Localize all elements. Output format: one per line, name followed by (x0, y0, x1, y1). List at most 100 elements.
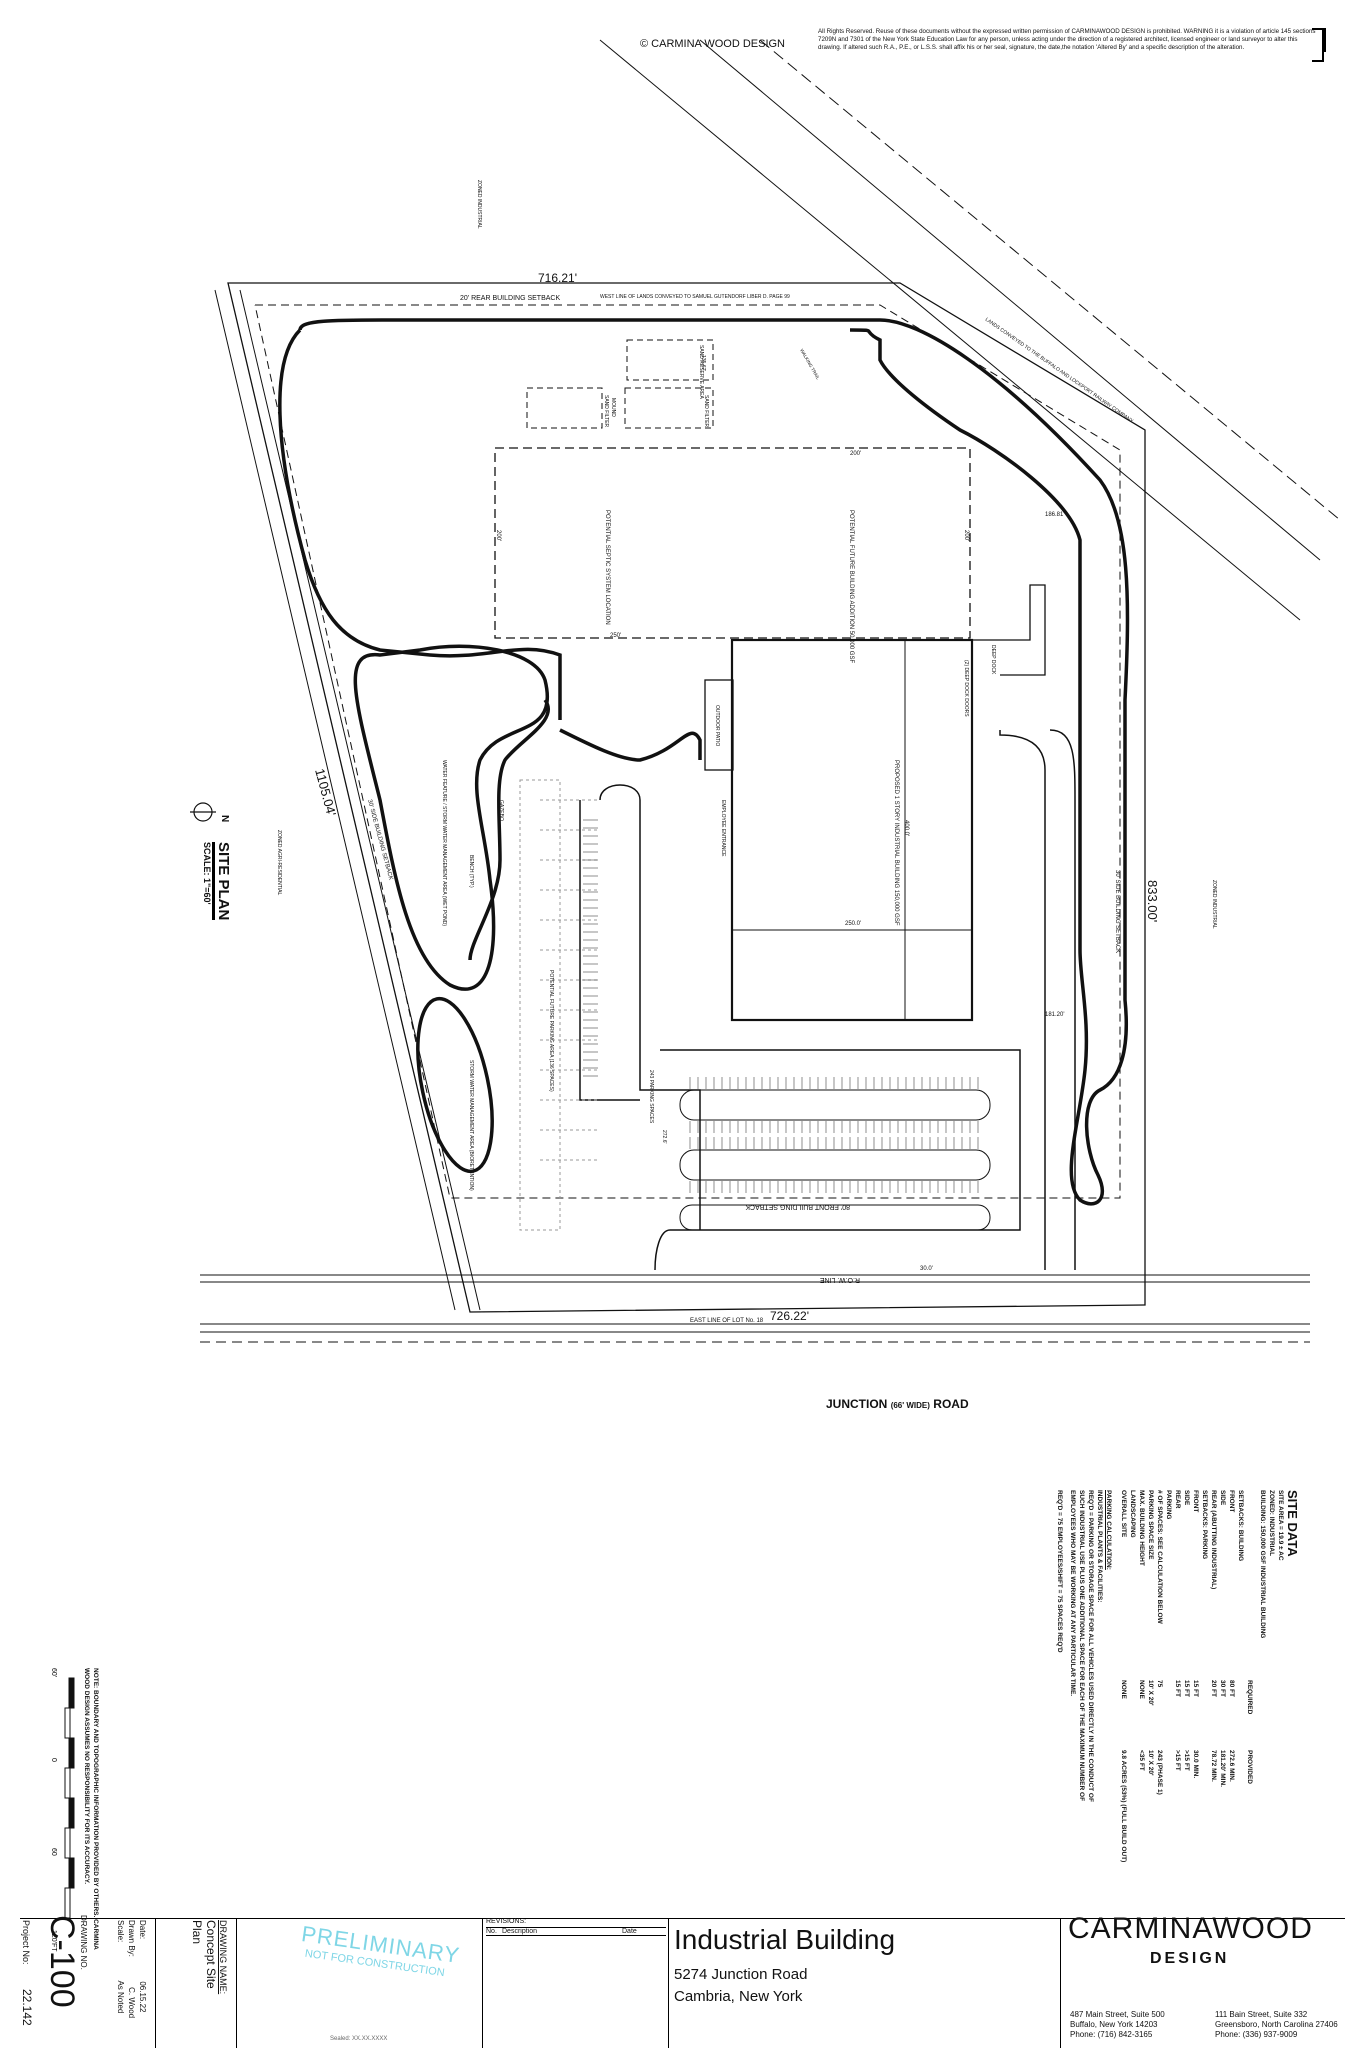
dim-30: 30.0' (920, 1266, 933, 1272)
front-setback: 80' FRONT BUILDING SETBACK (745, 1203, 850, 1210)
office-2-line: 111 Bain Street, Suite 332 (1215, 2010, 1308, 2019)
scale-label-3: 120'FT (50, 1930, 57, 1952)
calc-sub: INDUSTRIAL PLANTS & FACILITIES: (1096, 1490, 1103, 1603)
future-addition (494, 447, 971, 639)
site-data-cell (1236, 1680, 1245, 1750)
future-building-label: POTENTIAL FUTURE BUILDING ADDITION 50,00… (848, 510, 854, 663)
railroad-label: LANDS CONVEYED TO THE BUFFALO AND LOCKPO… (984, 317, 1135, 425)
project-no-block: Project No: 22.142 (18, 1920, 36, 2026)
drawing-name: Concept Site Plan (190, 1920, 218, 1989)
revisions-label: REVISIONS: (486, 1918, 527, 1925)
wet-pond-label: WATER FEATURE / STORM WATER MANAGEMENT A… (441, 760, 447, 926)
sand-filter-2: SAND FILTER (603, 395, 609, 428)
road-name: JUNCTION (66' WIDE) ROAD (826, 1397, 969, 1411)
scale-bar: 60' 0 60 120'FT (50, 1668, 75, 1952)
site-data-cell: 243 (PHASE 1) (1156, 1750, 1163, 1795)
drawing-name-label: DRAWING NAME: (218, 1920, 228, 1995)
mound-label: MOUND (610, 398, 616, 417)
dim-186: 186.81' (1045, 512, 1065, 518)
site-data-cell: PARKING (1165, 1490, 1172, 1520)
site-data-row: SIDE 15 FT >15 FT (1182, 1490, 1191, 1860)
setback-line (254, 304, 1121, 1199)
site-data-row: LANDSCAPING (1128, 1490, 1137, 1860)
outdoor-patio: OUTDOOR PATIO (714, 705, 720, 746)
site-data-row: PARKING (1164, 1490, 1173, 1860)
scale-bar-segment (64, 1767, 71, 1799)
proposed-building (730, 638, 974, 1022)
site-data-cell: <35 FT (1138, 1750, 1145, 1771)
site-data-cell: 272.6 MIN. (1228, 1750, 1235, 1782)
road-width: (66' WIDE) (891, 1401, 931, 1410)
scale-tb-label: Scale: (116, 1920, 125, 1943)
dim-181: 181.20' (1045, 1012, 1065, 1018)
site-data-cell: SIDE (1219, 1490, 1226, 1506)
site-data-cell: NONE (1138, 1680, 1145, 1699)
scale-bar-segment (64, 1827, 71, 1859)
scale-bar-segment (68, 1857, 75, 1889)
site-data-cell (1164, 1750, 1173, 1860)
site-data-cell: LANDSCAPING (1129, 1490, 1136, 1538)
office-2-line: Greensboro, North Carolina 27406 (1215, 2020, 1338, 2029)
septic-label: POTENTIAL SEPTIC SYSTEM LOCATION (604, 510, 610, 625)
site-data-cell: 15 FT (1174, 1680, 1181, 1697)
calc-result: REQ'D = 75 EMPLOYEES/SHIFT = 75 SPACES R… (1056, 1490, 1063, 1653)
copyright-notice: © CARMINA WOOD DESIGN (640, 38, 786, 50)
site-data-cell: 10' X 20' (1147, 1680, 1154, 1706)
site-data-cell: FRONT (1228, 1490, 1235, 1513)
project-no-label: Project No: (21, 1920, 31, 1965)
site-data-cell: 9.8 ACRES (53%) (FULL BUILD OUT) (1120, 1750, 1127, 1863)
office-1: 487 Main Street, Suite 500 Buffalo, New … (1070, 2010, 1165, 2040)
date-label: Date: (138, 1920, 147, 1940)
road-label: JUNCTION (826, 1397, 887, 1411)
site-data-cell: REAR (1174, 1490, 1181, 1509)
rev-no: No. (486, 1928, 497, 1935)
scale-bar-segment (68, 1737, 75, 1769)
site-data-cell (1128, 1750, 1137, 1860)
site-data-cell: PROVIDED (1246, 1750, 1253, 1784)
site-data-cell: 20 FT (1210, 1680, 1217, 1697)
office-1-line: Phone: (716) 842-3165 (1070, 2030, 1153, 2039)
west-line-note: WEST LINE OF LANDS CONVEYED TO SAMUEL GU… (600, 294, 790, 300)
bench-label: BENCH (TYP.) (468, 855, 474, 888)
bioretention-pond (416, 996, 494, 1174)
site-data-cell: SETBACKS: PARKING (1201, 1490, 1208, 1560)
dim-250b: 250.0' (845, 921, 861, 927)
scale-bar-segment (64, 1887, 71, 1919)
bioretention-label: STORM WATER MANAGEMENT AREA (BIORETENTIO… (468, 1060, 474, 1191)
office-2: 111 Bain Street, Suite 332 Greensboro, N… (1215, 2010, 1338, 2040)
site-data-cell: PARKING SPACE SIZE (1147, 1490, 1154, 1560)
scale-bar-segment (68, 1677, 75, 1709)
site-data-cell: 30 FT (1219, 1680, 1226, 1697)
scale-label-0: 60' (50, 1668, 57, 1677)
sand-filter-1: SAND FILTER (703, 395, 709, 428)
site-data-row: SETBACKS: BUILDING (1236, 1490, 1245, 1860)
site-data-cell: >15 FT (1183, 1750, 1190, 1771)
parking-243: 243 PARKING SPACES (648, 1070, 654, 1124)
title-block (0, 1918, 1365, 2048)
date-value: 06.15.22 (138, 1981, 147, 2013)
dim-135: 135.67' (700, 355, 706, 371)
plan-title: SITE PLAN (212, 842, 232, 921)
drawn-value: C. Wood (127, 1987, 136, 2019)
revisions-block: REVISIONS: No. Description Date (486, 1918, 666, 1936)
date-block: Date: 06.15.22 Drawn By: C. Wood Scale: … (115, 1920, 148, 2018)
scale-tb-value: As Noted (116, 1980, 125, 2014)
zoned-industrial-top: ZONED INDUSTRIAL (476, 180, 482, 229)
site-data-cell: OVERALL SITE (1120, 1490, 1127, 1538)
drawn-label: Drawn By: (127, 1920, 136, 1957)
site-data-cell: SIDE (1183, 1490, 1190, 1506)
dim-bottom: 726.22' (770, 1309, 809, 1323)
site-data-cell (1236, 1750, 1245, 1860)
east-line: EAST LINE OF LOT No. 18 (690, 1318, 764, 1324)
site-data-cell: FRONT (1192, 1490, 1199, 1513)
site-data-cell: 15 FT (1183, 1680, 1190, 1697)
dim-250a: 250' (610, 633, 621, 639)
